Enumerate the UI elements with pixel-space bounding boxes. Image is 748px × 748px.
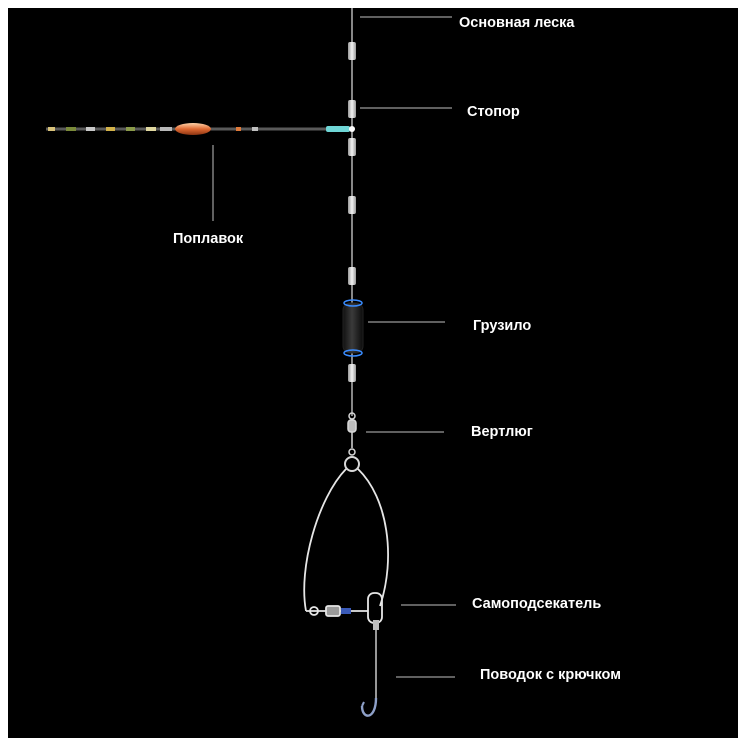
label-self-hooker: Самоподсекатель	[472, 596, 602, 612]
label-stopper: Стопор	[467, 104, 520, 120]
stopper-bead	[348, 364, 356, 382]
stopper-bead	[348, 196, 356, 214]
float-body	[175, 123, 211, 135]
float-connector	[326, 126, 350, 132]
label-main-line: Основная леска	[459, 15, 575, 31]
diagram-frame: Основная леска Стопор Поплавок Грузило В…	[8, 8, 738, 738]
label-float: Поплавок	[173, 231, 244, 247]
callout-lines	[212, 16, 456, 678]
stopper-bead	[348, 267, 356, 285]
self-hooker	[303, 468, 389, 630]
label-sinker: Грузило	[473, 318, 532, 334]
label-leader: Поводок с крючком	[480, 667, 621, 683]
float	[46, 123, 355, 135]
swivel	[344, 412, 360, 472]
sinker	[342, 299, 364, 357]
stopper-bead	[348, 100, 356, 118]
stopper-bead	[348, 42, 356, 60]
stopper-bead	[348, 138, 356, 156]
leader-hook	[360, 630, 378, 717]
rig-diagram	[46, 8, 456, 717]
label-swivel: Вертлюг	[471, 424, 533, 440]
stopper-beads	[348, 42, 356, 382]
